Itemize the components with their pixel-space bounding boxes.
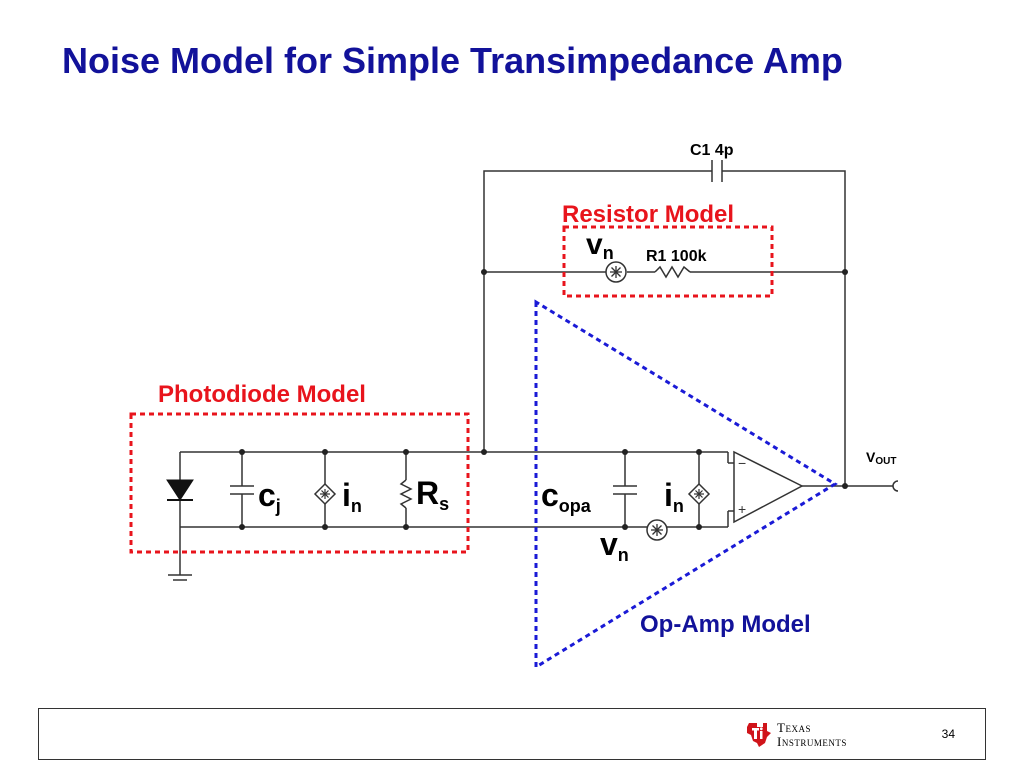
photodiode-in-source [313,452,337,527]
opamp-vn-source [646,519,668,541]
copa-capacitor [613,452,637,527]
opamp-in-source [687,452,711,527]
feedback-wiring [483,170,846,486]
cj-label: cj [258,477,281,516]
rs-resistor [399,452,413,527]
opamp-model-box [534,299,838,670]
c1-label: C1 4p [690,142,734,159]
opamp-minus-sign: − [738,455,746,471]
c1-capacitor [711,160,723,182]
opamp-in-label: in [664,477,684,516]
ti-logo-line2: Instruments [777,734,847,749]
ti-logo-text: Texas Instruments [777,721,847,749]
junction-dots [239,269,848,530]
rs-label: Rs [416,475,449,514]
slide-footer: Texas Instruments 34 [38,708,986,760]
r1-resistor [654,265,691,279]
photodiode-model-label: Photodiode Model [158,381,366,408]
resistor-model-label: Resistor Model [562,201,734,228]
resistor-vn-source [605,261,627,283]
ti-logo-line1: Texas [777,720,811,735]
r1-label: R1 100k [646,248,707,265]
opamp-plus-sign: + [738,501,746,517]
transimpedance-noise-schematic: C1 4p R1 100k vn Resistor Model [129,142,899,670]
photodiode [166,479,194,501]
photodiode-model-box [129,412,470,554]
slide-title: Noise Model for Simple Transimpedance Am… [62,40,843,81]
resistor-vn-label: vn [586,228,614,263]
ground-symbol [168,574,192,581]
resistor-model-box [562,225,774,298]
input-rails [179,451,728,575]
photodiode-in-label: in [342,477,362,516]
ti-logo-icon [747,723,771,747]
vout-terminal [892,480,899,492]
opamp-vn-label: vn [600,526,629,565]
vout-label: VOUT [866,449,896,467]
page-number: 34 [941,727,955,741]
cj-capacitor [230,452,254,527]
copa-label: copa [541,477,592,516]
texas-instruments-logo: Texas Instruments [743,719,883,751]
opamp-model-label: Op-Amp Model [640,611,811,638]
